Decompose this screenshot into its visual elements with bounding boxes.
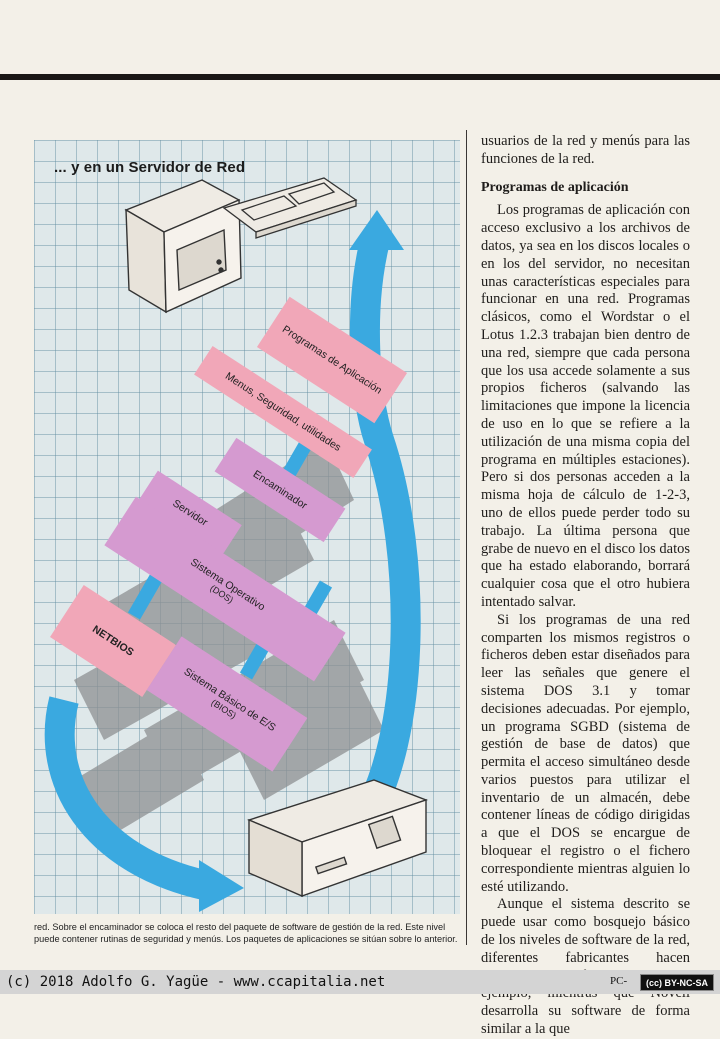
top-rule (0, 74, 720, 80)
network-diagram-art (44, 177, 429, 912)
arrow-up-path (349, 241, 421, 828)
cc-license-label: (cc) BY-NC-SA (645, 977, 708, 988)
article-paragraph: Los programas de aplicación con acceso e… (481, 202, 690, 610)
layer-netbios-label: NETBIOS (90, 623, 136, 659)
copyright-credit: (c) 2018 Adolfo G. Yagüe - www.ccapitali… (6, 974, 386, 990)
cc-license-badge: (cc) BY-NC-SA (640, 974, 714, 991)
arrow-head-bottom (199, 860, 244, 912)
terminal-monitor (124, 179, 242, 314)
article-paragraph: Si los programas de una red comparten lo… (481, 611, 690, 895)
keyboard (222, 177, 358, 239)
figure-caption: red. Sobre el encaminador se coloca el r… (34, 922, 458, 944)
arrow-head-top (349, 210, 404, 250)
footer-bar: (c) 2018 Adolfo G. Yagüe - www.ccapitali… (0, 970, 720, 994)
article-paragraph: Aunque el sistema descrito se puede usar… (481, 896, 690, 1038)
figure-title: ... y en un Servidor de Red (54, 159, 246, 176)
column-divider (466, 130, 467, 945)
layer-shadow (74, 720, 204, 840)
server-pc (246, 779, 429, 898)
figure-illustration (34, 140, 460, 914)
article-column: usuarios de la red y menús para las func… (481, 133, 690, 1039)
page-number: PC- (610, 975, 628, 987)
article-paragraph: usuarios de la red y menús para las func… (481, 133, 690, 167)
arrow-down-path (44, 696, 208, 900)
section-heading: Programas de aplicación (481, 179, 629, 195)
